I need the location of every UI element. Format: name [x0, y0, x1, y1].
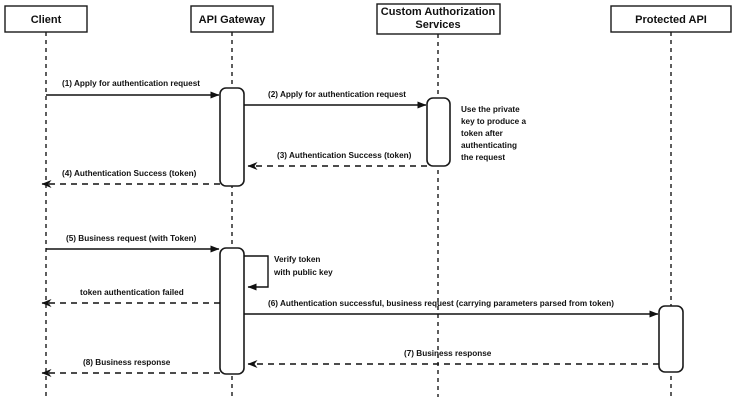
- message-4-label: (4) Authentication Success (token): [62, 169, 197, 178]
- note-line-3: token after: [461, 129, 504, 138]
- participant-label-custom-auth-line2: Services: [415, 19, 460, 31]
- message-3[interactable]: (3) Authentication Success (token): [247, 151, 427, 170]
- message-5[interactable]: (5) Business request (with Token): [46, 234, 220, 253]
- self-message-arrow: [244, 255, 269, 291]
- message-2-label: (2) Apply for authentication request: [268, 90, 406, 99]
- message-8-label: (8) Business response: [83, 358, 171, 367]
- participant-custom-authorization-services[interactable]: Custom Authorization Services: [376, 3, 501, 35]
- message-token-authentication-failed[interactable]: token authentication failed: [41, 288, 220, 307]
- note-use-private-key: Use the private key to produce a token a…: [461, 105, 527, 162]
- activation-api-gateway-auth: [219, 87, 245, 187]
- message-token-authentication-failed-label: token authentication failed: [80, 288, 184, 297]
- message-4[interactable]: (4) Authentication Success (token): [41, 169, 220, 188]
- activation-api-gateway-business: [219, 247, 245, 375]
- self-message-label-line2: with public key: [273, 268, 333, 277]
- message-8[interactable]: (8) Business response: [41, 358, 220, 377]
- participant-label-custom-auth-line1: Custom Authorization: [381, 6, 496, 18]
- note-line-1: Use the private: [461, 105, 520, 114]
- message-7-label: (7) Business response: [404, 349, 492, 358]
- message-6-label: (6) Authentication successful, business …: [268, 299, 614, 308]
- participant-api-gateway[interactable]: API Gateway: [190, 5, 274, 33]
- note-line-4: authenticating: [461, 141, 517, 150]
- message-7[interactable]: (7) Business response: [247, 349, 659, 368]
- participant-client[interactable]: Client: [4, 5, 88, 33]
- message-1[interactable]: (1) Apply for authentication request: [46, 79, 220, 99]
- note-line-2: key to produce a: [461, 117, 527, 126]
- activation-protected-api: [658, 305, 684, 373]
- self-message-verify-token[interactable]: Verify token with public key: [244, 255, 333, 291]
- message-3-label: (3) Authentication Success (token): [277, 151, 412, 160]
- activation-custom-auth-service: [426, 97, 451, 167]
- message-1-label: (1) Apply for authentication request: [62, 79, 200, 88]
- participant-label-client: Client: [31, 14, 62, 26]
- participant-label-protected-api: Protected API: [635, 14, 707, 26]
- message-2[interactable]: (2) Apply for authentication request: [244, 90, 427, 109]
- self-message-label-line1: Verify token: [274, 255, 320, 264]
- participant-label-api-gateway: API Gateway: [199, 14, 267, 26]
- participant-protected-api[interactable]: Protected API: [610, 5, 732, 33]
- message-6[interactable]: (6) Authentication successful, business …: [244, 299, 659, 318]
- note-line-5: the request: [461, 153, 505, 162]
- message-5-label: (5) Business request (with Token): [66, 234, 197, 243]
